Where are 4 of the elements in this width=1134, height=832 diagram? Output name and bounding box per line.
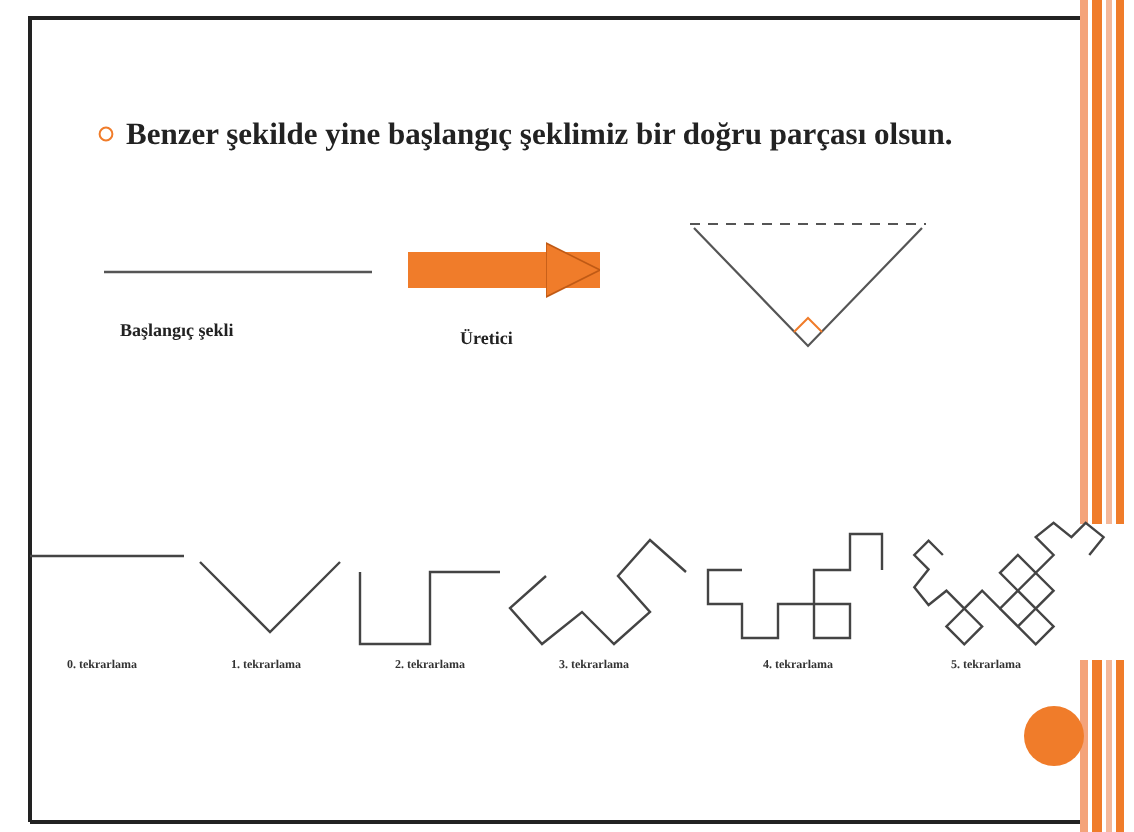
edge-label: Üretici [460,328,513,348]
bullet-text: Benzer şekilde yine başlangıç şeklimiz bir doğru parçası olsun. [126,116,955,156]
block-arrow [408,242,601,298]
node-label: Başlangıç şekli [120,320,234,340]
